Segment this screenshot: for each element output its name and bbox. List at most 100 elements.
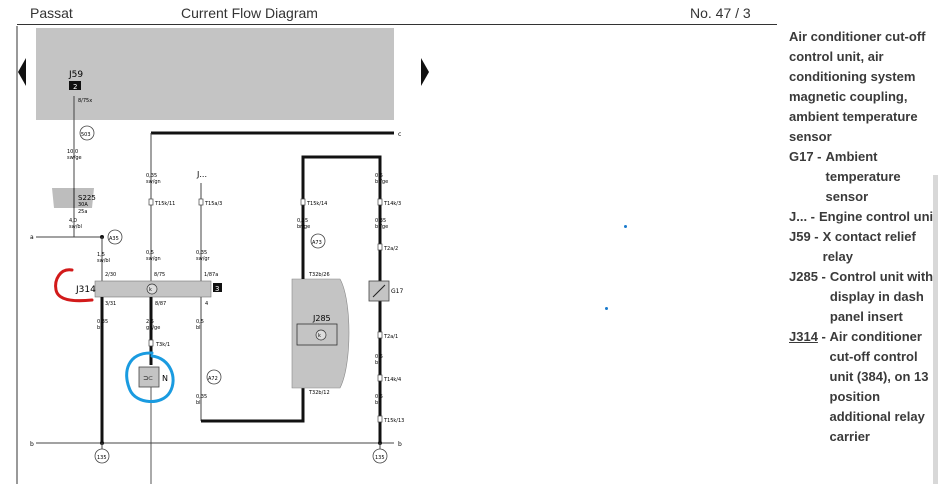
j285-coil bbox=[315, 329, 327, 341]
marker-dot bbox=[624, 225, 627, 228]
j59-box-label: 2 bbox=[73, 83, 77, 91]
wire-color-label: br/ge bbox=[375, 179, 388, 185]
edge-letter-b-right: b bbox=[398, 441, 402, 448]
legend-item-g17: G17 - Ambient temperature sensor bbox=[789, 147, 938, 207]
wire-color-label: br bbox=[97, 325, 103, 331]
component-legend: Air conditioner cut-off control unit, ai… bbox=[789, 27, 938, 484]
marker-dot bbox=[605, 307, 608, 310]
wire-color-label: sw/ge bbox=[67, 155, 82, 161]
edge-letter-b: b bbox=[30, 441, 34, 448]
j314-label: J314 bbox=[75, 285, 96, 295]
legend-separator: - bbox=[817, 329, 826, 344]
pin-label: 1/87a bbox=[204, 272, 218, 278]
legend-code: J... - bbox=[789, 209, 816, 224]
pin-label: 2/30 bbox=[105, 272, 116, 278]
legend-item-j59: J59 - X contact relief relay bbox=[789, 227, 938, 267]
legend-desc: Ambient temperature sensor bbox=[825, 149, 901, 204]
scrollbar[interactable] bbox=[933, 175, 938, 484]
fuse-pin-label: 25a bbox=[78, 209, 87, 215]
wire-color-label: br/ge bbox=[297, 224, 310, 230]
header-bar: Passat Current Flow Diagram No. 47 / 3 bbox=[0, 0, 938, 26]
magnetic-coupling-n bbox=[138, 366, 160, 388]
wire-color-label: sw/gn bbox=[146, 179, 161, 185]
header-divider bbox=[17, 24, 777, 25]
j-engine-label: J... bbox=[196, 170, 207, 179]
connector-t15k14-label: T15k/14 bbox=[306, 201, 327, 207]
wire-size-label: 0,5 bbox=[146, 250, 154, 256]
connector-t3k1 bbox=[148, 339, 154, 347]
j285-inner-box bbox=[296, 323, 338, 346]
blue-annotation-circle bbox=[125, 351, 175, 403]
ground-point-135 bbox=[372, 448, 388, 464]
legend-desc: Air conditioner cut-off control unit (38… bbox=[829, 329, 929, 444]
connector-a73-label: A73 bbox=[312, 240, 322, 246]
wire-size-label: 0,5 bbox=[375, 173, 383, 179]
legend-code: G17 - bbox=[789, 149, 822, 164]
connector-t2a2 bbox=[377, 243, 383, 251]
legend-title: Air conditioner cut-off control unit, ai… bbox=[789, 29, 926, 144]
wire-color-label: sw/gr bbox=[196, 256, 211, 262]
triangle-right-icon[interactable] bbox=[421, 58, 429, 86]
wire-size-label: 0,35 bbox=[196, 394, 207, 400]
j59-pin-label: 8/75x bbox=[78, 98, 92, 104]
diagram-title: Current Flow Diagram bbox=[181, 5, 318, 21]
connector-t15a3 bbox=[198, 198, 204, 206]
connector-a35-label: A35 bbox=[109, 236, 119, 242]
wire-color-label: bl bbox=[196, 400, 201, 406]
relay-coil bbox=[146, 283, 158, 295]
connector-t15k14 bbox=[300, 198, 306, 206]
connector-t2a1-label: T2a/1 bbox=[383, 334, 398, 340]
coupling-symbol: ⊐⊂ bbox=[143, 375, 153, 382]
wire-size-label: 4,0 bbox=[69, 218, 77, 224]
connector-a72 bbox=[206, 369, 222, 385]
wire-color-label: bl bbox=[196, 325, 201, 331]
sensor-symbol bbox=[372, 284, 386, 298]
wire-color-label: br bbox=[375, 400, 381, 406]
wire-size-label: 10,0 bbox=[67, 149, 78, 155]
connector-t32b12-label: T32b/12 bbox=[308, 390, 330, 396]
wire-size-label: 1,5 bbox=[97, 252, 105, 258]
wire-size-label: 0,35 bbox=[146, 173, 157, 179]
wire-color-label: sw/gn bbox=[146, 256, 161, 262]
relay-coil-label: k bbox=[149, 287, 152, 293]
legend-item-j-engine: J... - Engine control unit bbox=[789, 207, 938, 227]
wire-color-label: sw/bl bbox=[69, 224, 82, 230]
wire-size-label: 2,5 bbox=[146, 319, 154, 325]
connector-503 bbox=[79, 125, 95, 141]
fuse-rating: 30A bbox=[78, 202, 88, 208]
legend-desc: X contact relief relay bbox=[822, 229, 916, 264]
ground-point-135-label: 135 bbox=[97, 455, 107, 461]
legend-code: J59 - bbox=[789, 229, 819, 244]
connector-t15k11 bbox=[148, 198, 154, 206]
connector-a72-label: A72 bbox=[208, 376, 218, 382]
coupling-n-label: N bbox=[162, 374, 168, 383]
fuse-s225 bbox=[52, 188, 94, 208]
pin-label: 3/31 bbox=[105, 301, 116, 307]
red-annotation-circle bbox=[54, 268, 94, 303]
connector-t15k13-label: T15k/13 bbox=[383, 418, 404, 424]
wire-color-label: sw/bl bbox=[97, 258, 110, 264]
connector-a35 bbox=[107, 229, 123, 245]
edge-letter-a: a bbox=[30, 234, 34, 241]
j285-coil-label: k bbox=[318, 333, 321, 339]
legend-link-j314[interactable]: J314 bbox=[789, 329, 818, 344]
legend-item-j314: J314 - Air conditioner cut-off control u… bbox=[789, 327, 938, 447]
connector-t2a2-label: T2a/2 bbox=[383, 246, 398, 252]
j314-box bbox=[213, 283, 222, 292]
legend-desc: Control unit with display in dash panel … bbox=[829, 269, 934, 324]
wire-size-label: 0,35 bbox=[196, 250, 207, 256]
g17-label: G17 bbox=[391, 288, 403, 295]
model-name: Passat bbox=[30, 5, 73, 21]
triangle-left-icon[interactable] bbox=[18, 58, 26, 86]
edge-letter-c: c bbox=[398, 131, 401, 138]
connector-t15k13 bbox=[377, 415, 383, 423]
wire-size-label: 0,5 bbox=[375, 394, 383, 400]
ground-point-135 bbox=[94, 448, 110, 464]
j59-label: J59 bbox=[68, 70, 83, 80]
connector-t15k11-label: T15k/11 bbox=[154, 201, 175, 207]
j314-box-label: 3 bbox=[215, 285, 219, 293]
ground-point-135-label: 135 bbox=[375, 455, 385, 461]
fuse-s225-label: S225 bbox=[78, 194, 96, 202]
legend-desc: Engine control unit bbox=[819, 209, 938, 224]
wire-color-label: gn/ge bbox=[146, 325, 160, 331]
